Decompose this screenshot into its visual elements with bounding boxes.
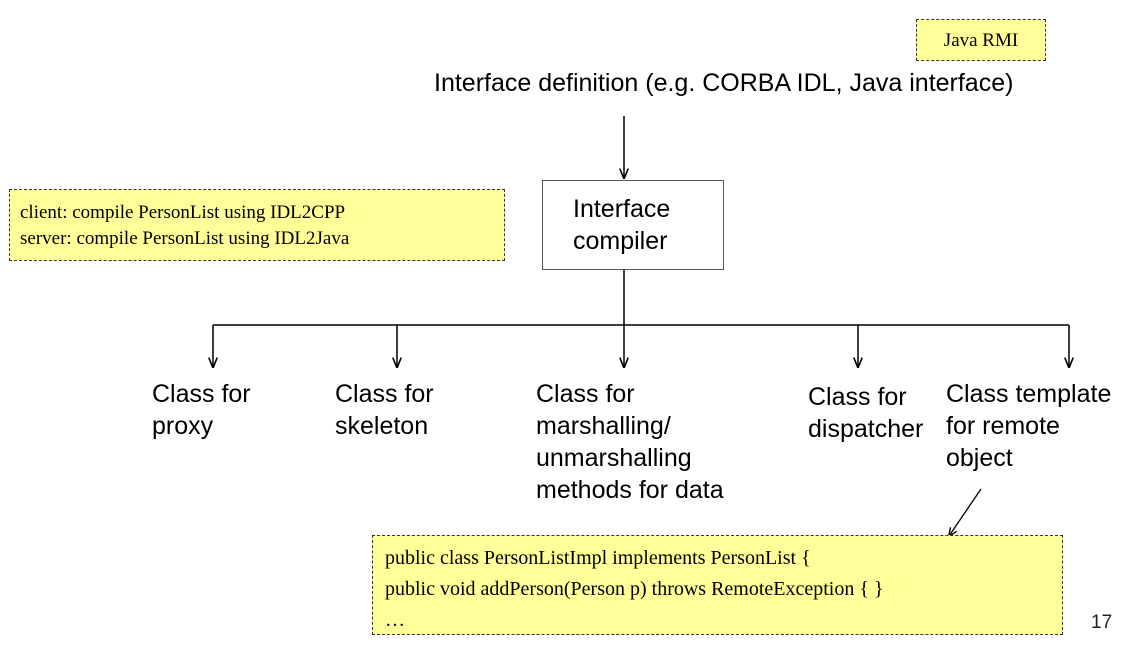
target-label-line: Class for bbox=[152, 380, 251, 408]
arrow-template-to-code bbox=[949, 488, 982, 536]
target-label-line: dispatcher bbox=[808, 415, 924, 443]
target-label-line: proxy bbox=[152, 412, 214, 440]
interface-compiler-box: Interface compiler bbox=[542, 180, 724, 270]
target-label-line: Class for bbox=[808, 383, 907, 411]
target-dispatcher-class: Class for dispatcher bbox=[808, 381, 923, 445]
target-proxy-class: Class for proxy bbox=[152, 378, 251, 442]
target-label-line: Class for bbox=[335, 380, 434, 408]
compile-note-server: server: compile PersonList using IDL2Jav… bbox=[20, 228, 350, 249]
target-label-line: object bbox=[946, 444, 1013, 472]
target-remote-object-template: Class template for remote object bbox=[946, 378, 1111, 474]
compile-note: client: compile PersonList using IDL2CPP… bbox=[9, 189, 505, 261]
target-label-line: marshalling/ bbox=[536, 412, 671, 440]
target-label-line: Class template bbox=[946, 380, 1112, 408]
target-skeleton-class: Class for skeleton bbox=[335, 378, 434, 442]
java-rmi-label: Java RMI bbox=[943, 30, 1019, 51]
compile-note-client: client: compile PersonList using IDL2CPP bbox=[20, 202, 346, 223]
target-label-line: methods for data bbox=[536, 476, 724, 504]
compiler-label-line2: compiler bbox=[573, 227, 668, 255]
compiler-label-line1: Interface bbox=[573, 195, 671, 223]
target-label-line: Class for bbox=[536, 380, 635, 408]
target-label-line: skeleton bbox=[335, 412, 429, 440]
interface-definition-heading: Interface definition (e.g. CORBA IDL, Ja… bbox=[434, 69, 1014, 97]
target-marshalling-class: Class for marshalling/ unmarshalling met… bbox=[536, 378, 724, 506]
code-note: public class PersonListImpl implements P… bbox=[372, 535, 1063, 635]
code-line-ellipsis: … bbox=[385, 609, 405, 631]
code-line-class-decl: public class PersonListImpl implements P… bbox=[385, 547, 811, 569]
code-line-method: public void addPerson(Person p) throws R… bbox=[385, 578, 884, 600]
target-label-line: unmarshalling bbox=[536, 444, 692, 472]
page-number: 17 bbox=[1091, 612, 1113, 633]
java-rmi-note: Java RMI bbox=[916, 19, 1046, 61]
target-label-line: for remote bbox=[946, 412, 1060, 440]
